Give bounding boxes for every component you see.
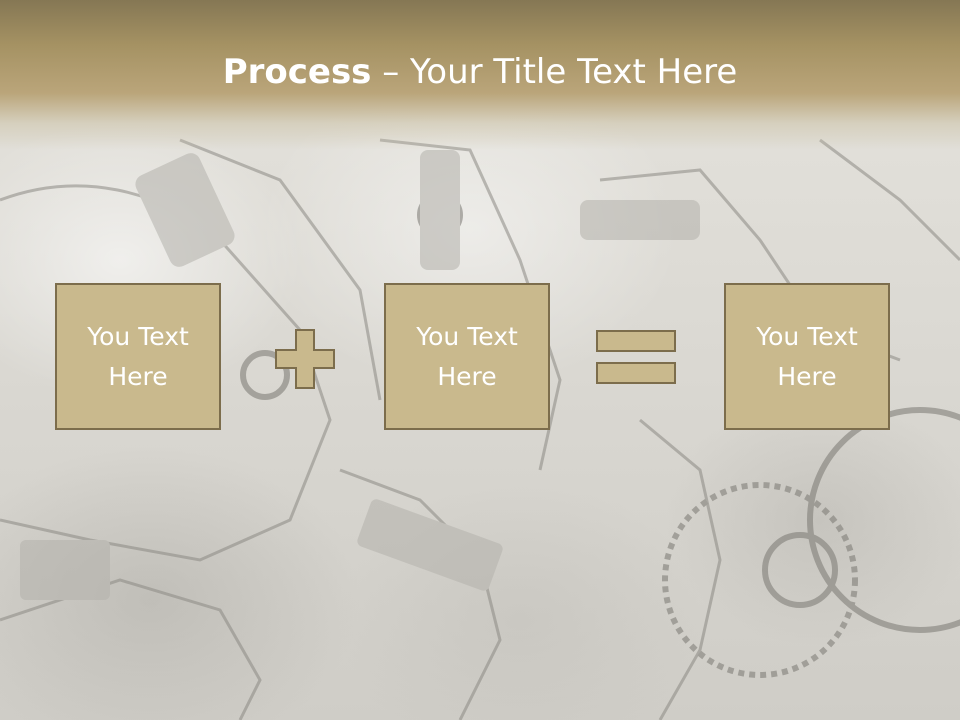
process-box-1-text: You Text Here	[87, 321, 189, 391]
process-box-1[interactable]: You Text Here	[55, 283, 221, 430]
title-bold: Process	[222, 52, 372, 92]
title-rest: – Your Title Text Here	[371, 52, 738, 92]
process-box-3-text: You Text Here	[756, 321, 858, 391]
process-box-2[interactable]: You Text Here	[384, 283, 550, 430]
process-box-3[interactable]: You Text Here	[724, 283, 890, 430]
plus-icon	[275, 329, 335, 389]
title-bar	[0, 0, 960, 150]
process-box-2-text: You Text Here	[416, 321, 518, 391]
slide-title[interactable]: Process – Your Title Text Here	[0, 52, 960, 92]
equals-icon	[596, 330, 676, 384]
